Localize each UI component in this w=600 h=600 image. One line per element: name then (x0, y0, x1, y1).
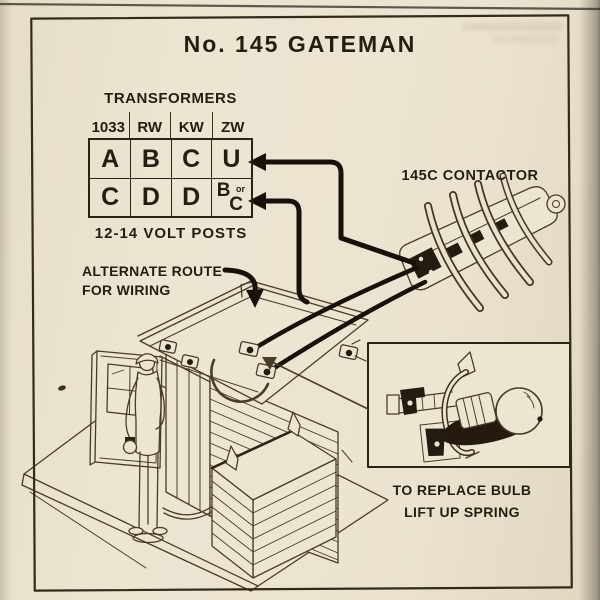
bulb-inset (367, 342, 571, 468)
column-header-rw: RW (128, 112, 171, 138)
column-header-1033: 1033 (91, 119, 125, 136)
wire-contactor-to-post-1 (249, 265, 419, 353)
arrow-into-row1 (248, 153, 266, 171)
bulb-caption-line2: LIFT UP SPRING (404, 504, 520, 520)
column-header-kw: KW (170, 112, 212, 138)
binding-posts (158, 339, 367, 380)
cell-b: B (216, 180, 231, 201)
bulb-replacement-caption: TO REPLACE BULB LIFT UP SPRING (362, 479, 562, 523)
table-cell: C (90, 178, 131, 216)
alternate-route-pointer (222, 267, 258, 295)
lamp-spring (210, 358, 270, 403)
volt-posts-caption: 12-14 VOLT POSTS (94, 225, 248, 242)
table-cell: D (170, 178, 211, 216)
bulb-location-pointer (262, 357, 369, 410)
table-cell: B (130, 140, 170, 178)
page-title: No. 145 GATEMAN (183, 31, 417, 57)
column-header-zw: ZW (211, 112, 254, 138)
wire-transformer-to-shed (259, 198, 310, 305)
contactor-label: 145C CONTACTOR (401, 168, 539, 184)
gateman-figure (122, 353, 168, 544)
alternate-route-line1: ALTERNATE ROUTE (82, 263, 223, 279)
table-cell: A (101, 144, 120, 173)
print-bleed-smudge (462, 22, 562, 31)
bulb-caption-line1: TO REPLACE BULB (392, 482, 532, 498)
wire-transformer-to-contactor (259, 159, 417, 266)
alternate-route-line2: FOR WIRING (82, 282, 171, 298)
wires (222, 159, 428, 375)
transformer-table-heading: TRANSFORMERS (104, 90, 237, 107)
transformer-table-header: 1033 RW KW ZW (88, 112, 253, 138)
wire-contactor-to-post-2 (265, 279, 428, 375)
transformer-post-table: A B C U C D D B or C (88, 138, 253, 218)
cell-or: or (236, 184, 245, 194)
table-cell: D (130, 178, 171, 216)
table-cell: C (170, 140, 211, 178)
print-bleed-smudge (492, 35, 558, 43)
cell-c: C (229, 194, 243, 215)
board-stack (210, 411, 353, 579)
alternate-route-label: ALTERNATE ROUTE FOR WIRING (82, 262, 222, 300)
arrow-into-row2 (248, 192, 266, 210)
track-contactor (399, 172, 566, 312)
table-cell-b-or-c: B or C (210, 178, 251, 216)
arrow-alternate-route (246, 289, 264, 308)
table-cell: U (210, 140, 251, 178)
